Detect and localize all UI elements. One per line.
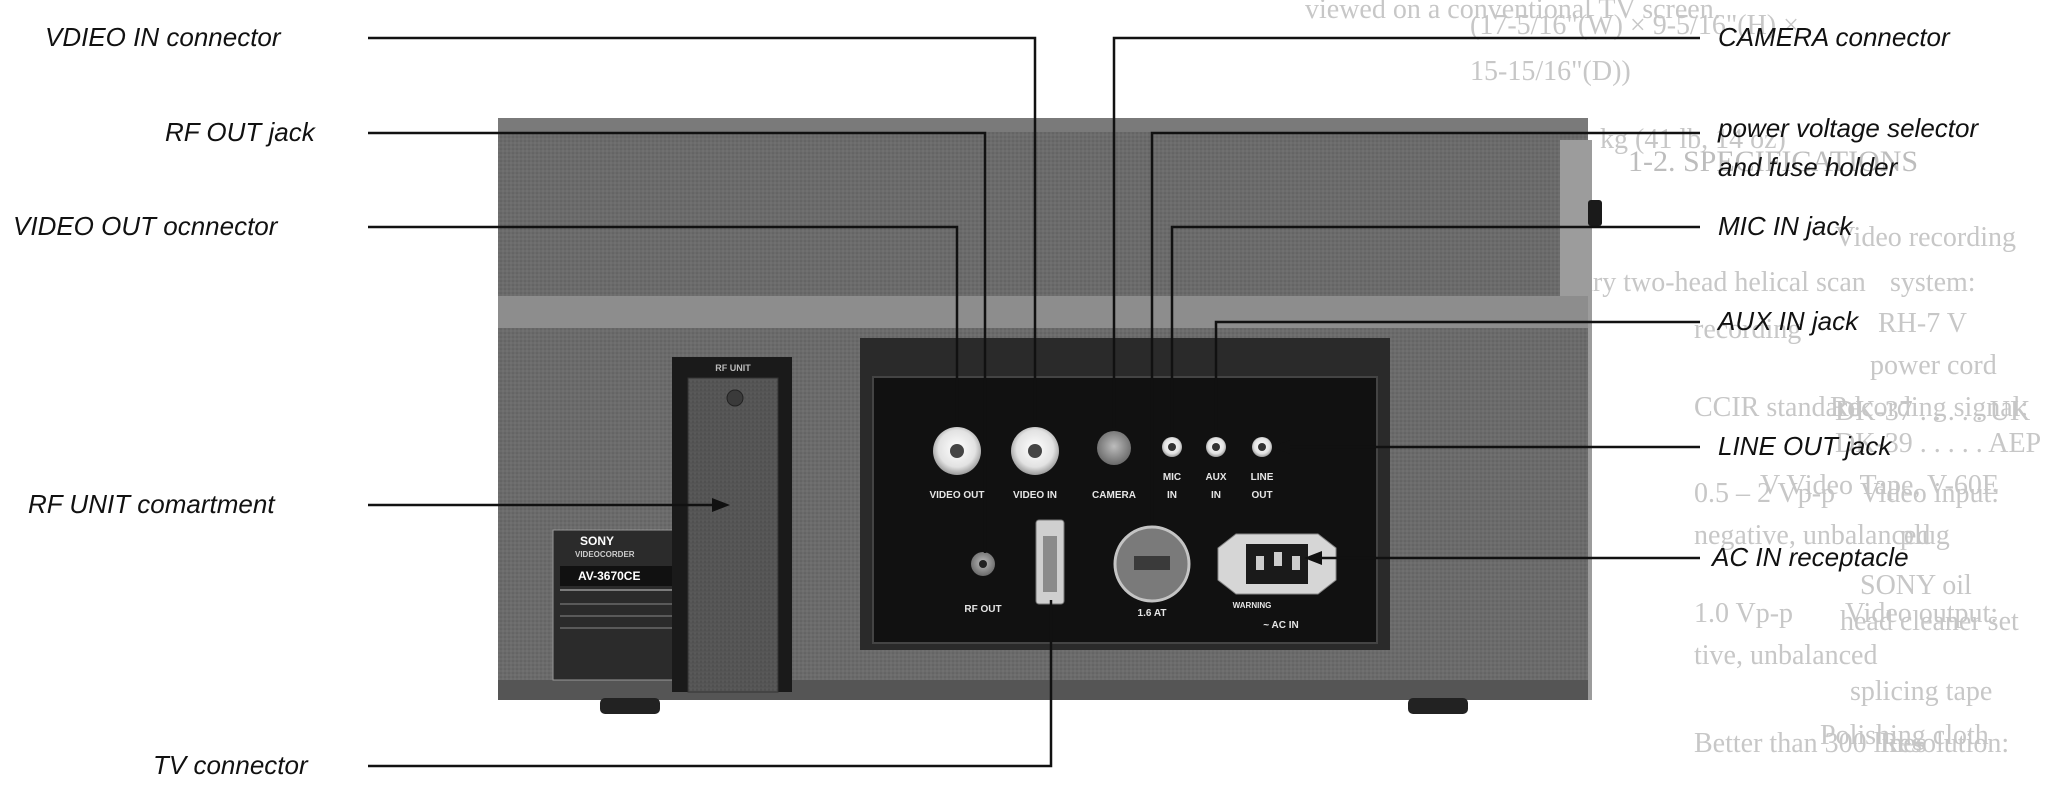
callout-power-voltage: power voltage selector bbox=[1718, 113, 1979, 143]
callout-camera: CAMERA connector bbox=[1718, 22, 1950, 52]
ghost-line: RH-7 V bbox=[1878, 308, 1967, 339]
connector-panel bbox=[860, 338, 1390, 650]
ghost-line: (17-5/16"(W) × 9-5/16"(H) × bbox=[1470, 10, 1799, 41]
ghost-line: recording bbox=[1694, 314, 1802, 345]
ghost-line: system: bbox=[1890, 267, 1976, 298]
ghost-line: splicing tape bbox=[1850, 676, 1993, 707]
cabinet-top-cover bbox=[498, 118, 1588, 132]
panel-label-aux: AUX bbox=[1205, 472, 1227, 483]
nameplate-brand: SONY bbox=[580, 534, 615, 548]
nameplate-model: AV-3670CE bbox=[578, 569, 641, 583]
rf-unit-compartment bbox=[672, 357, 792, 693]
cabinet-knob bbox=[1588, 200, 1602, 226]
panel-label-line: LINE bbox=[1250, 472, 1274, 483]
rf-unit-screw bbox=[726, 389, 744, 407]
leader-camera bbox=[1112, 36, 1700, 428]
ghost-line: Rotary two-head helical scan bbox=[1540, 267, 1866, 298]
callout-fuse-holder: and fuse holder bbox=[1718, 152, 1898, 182]
leader-tv bbox=[368, 600, 1053, 768]
callout-rf-unit: RF UNIT comartment bbox=[28, 489, 275, 519]
ac-in-pin bbox=[1292, 556, 1300, 570]
ghost-line: 0.5 – 2 Vp-p bbox=[1694, 478, 1836, 509]
cabinet-foot-left bbox=[600, 698, 660, 714]
callout-rf-out: RF OUT jack bbox=[165, 117, 315, 147]
video-in-connector-pin bbox=[1028, 444, 1042, 458]
callout-line-out: LINE OUT jack bbox=[1718, 431, 1892, 461]
ghost-line: tive, unbalanced bbox=[1694, 640, 1878, 671]
panel-label-warning: WARNING bbox=[1232, 601, 1272, 610]
connectors bbox=[933, 427, 1337, 605]
panel-label-ac-in: ~ AC IN bbox=[1263, 620, 1299, 631]
rf-unit-cover bbox=[687, 377, 779, 693]
panel-label-mic-in: IN bbox=[1167, 490, 1177, 501]
ghost-line: Video input: bbox=[1860, 478, 2000, 509]
ac-in-pin bbox=[1274, 552, 1282, 566]
ghost-line: kg (41 lb, 14 oz) bbox=[1600, 124, 1786, 155]
ghost-line: negative, unbalanced bbox=[1694, 520, 1931, 551]
leader-video-out bbox=[368, 225, 959, 425]
line-out-jack-hole bbox=[1258, 443, 1266, 451]
ghost-line: DK-37 . . . . . UK bbox=[1835, 396, 2031, 427]
ghost-line: viewed on a conventional TV screen. bbox=[1305, 0, 1721, 25]
panel-label-mic: MIC bbox=[1162, 472, 1182, 483]
ghost-line: DK-39 . . . . . AEP bbox=[1835, 428, 2042, 459]
arrowheads bbox=[712, 440, 1322, 565]
panel-label-fuse: 1.6 AT bbox=[1137, 608, 1167, 619]
ghost-line: Video recording bbox=[1835, 222, 2017, 253]
panel-label-video-out: VIDEO OUT bbox=[929, 490, 985, 501]
rf-unit-label: RF UNIT bbox=[715, 363, 751, 373]
ghost-line: Polishing cloth bbox=[1820, 720, 1989, 751]
ghost-line: Better than 300 lines bbox=[1694, 728, 1927, 759]
arrowhead-ac-in bbox=[1304, 551, 1322, 565]
callout-ac-in: AC IN receptacle bbox=[1712, 542, 1909, 572]
leader-video-in bbox=[368, 36, 1037, 420]
ghost-line: Resolution: bbox=[1880, 728, 2010, 759]
ac-in-pin bbox=[1256, 556, 1264, 570]
cabinet-top-section bbox=[498, 118, 1588, 303]
panel-label-aux-in: IN bbox=[1211, 490, 1221, 501]
callout-mic-in: MIC IN jack bbox=[1718, 211, 1853, 241]
nameplate-model-band bbox=[560, 566, 676, 586]
nameplate-body bbox=[552, 529, 684, 681]
panel-label-camera: CAMERA bbox=[1092, 490, 1136, 501]
leader-aux-in bbox=[1214, 320, 1700, 434]
ghost-line: 1-2. SPECIFICATIONS bbox=[1628, 145, 1919, 178]
callout-tv: TV connector bbox=[153, 750, 308, 780]
ghost-line: V Video Tape, V-60E bbox=[1760, 470, 2000, 501]
ghost-line: head cleaner set bbox=[1840, 606, 2019, 637]
leader-power-voltage bbox=[1150, 131, 1700, 524]
ghost-line: SONY oil bbox=[1860, 570, 1972, 601]
aux-in-jack-hole bbox=[1212, 443, 1220, 451]
ghost-line: Recording signal: bbox=[1830, 392, 2029, 423]
arrowhead-line-out bbox=[1272, 440, 1290, 454]
callout-video-out: VIDEO OUT ocnnector bbox=[13, 211, 278, 241]
panel-label-line-out: OUT bbox=[1251, 490, 1273, 501]
rf-out-jack-hole bbox=[979, 560, 987, 568]
mic-in-jack-hole bbox=[1168, 443, 1176, 451]
leader-lines bbox=[368, 36, 1700, 768]
arrowhead-rf-unit bbox=[712, 498, 730, 512]
cabinet-base bbox=[498, 680, 1588, 700]
callout-video-in: VDIEO IN connector bbox=[45, 22, 281, 52]
tv-connector-pins bbox=[1043, 536, 1057, 592]
ghost-line: 1.0 Vp-p bbox=[1694, 598, 1794, 629]
nameplate-sub: VIDEOCORDER bbox=[575, 550, 635, 559]
video-out-connector-pin bbox=[950, 444, 964, 458]
callout-aux-in: AUX IN jack bbox=[1718, 306, 1859, 336]
leader-rf-out bbox=[368, 131, 987, 553]
ghost-line: 15-15/16"(D)) bbox=[1470, 56, 1631, 87]
panel-label-rf-out: RF OUT bbox=[964, 604, 1002, 615]
nameplate bbox=[552, 529, 684, 681]
ghost-line: power cord bbox=[1870, 350, 1997, 381]
panel-label-video-in: VIDEO IN bbox=[1013, 490, 1057, 501]
ghost-line: CCIR standard bbox=[1694, 392, 1862, 423]
cabinet-foot-right bbox=[1408, 698, 1468, 714]
ghost-line: Video output: bbox=[1845, 598, 1999, 629]
ghost-line: plug bbox=[1900, 520, 1950, 551]
fuse-holder-slot bbox=[1134, 556, 1170, 570]
camera-connector bbox=[1097, 431, 1131, 465]
leader-mic-in bbox=[1170, 225, 1700, 434]
